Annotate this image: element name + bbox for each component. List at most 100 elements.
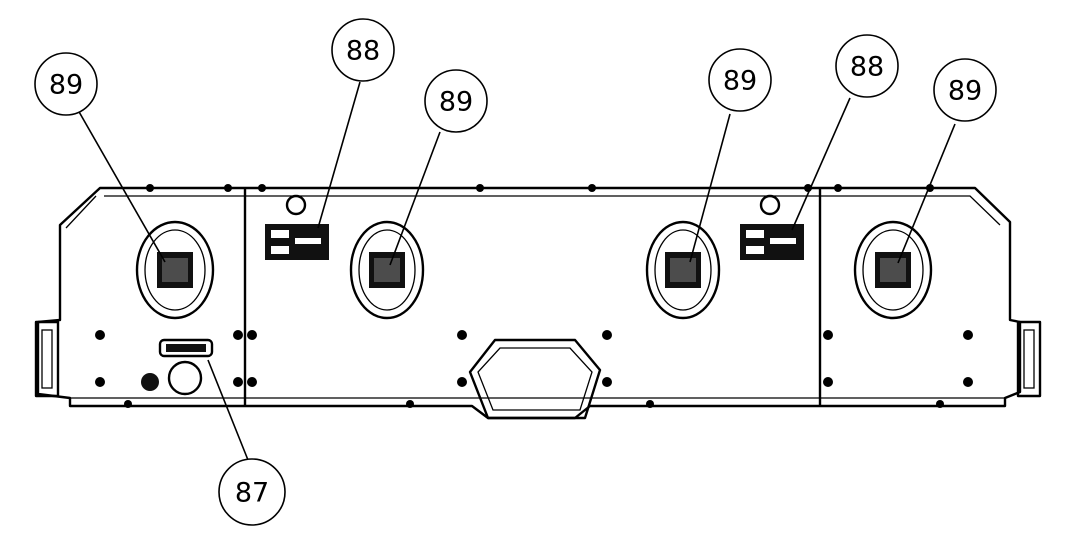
callout-bubble-c7: 87 [218,458,286,526]
fasteners [95,184,973,408]
screw [95,377,105,387]
screw [457,377,467,387]
screw [602,377,612,387]
screw [646,400,654,408]
slot-port [158,338,214,358]
callout-bubble-c3: 89 [424,69,488,133]
round-connector-outer [167,360,203,396]
screw [233,330,243,340]
leader-lines [77,81,956,461]
connector-square [369,252,405,288]
screw [457,330,467,340]
callout-label: 88 [850,52,884,83]
window-oval-inner [144,229,206,311]
callout-bubble-c6: 89 [933,58,997,122]
screw [406,400,414,408]
screw [963,377,973,387]
right-handle [1016,320,1042,398]
housing-left-chamfer [65,195,97,229]
leader-c5 [791,97,851,231]
callout-bubble-c4: 89 [708,48,772,112]
slot-outline [158,338,214,358]
center-bracket-outline [468,338,602,420]
plate-mark [295,238,321,244]
connector-window-1 [135,220,215,320]
callout-label: 88 [346,36,380,67]
leader-c1 [77,109,166,263]
leader-c2 [317,81,361,229]
screw [247,377,257,387]
plate-mark [770,238,796,244]
screw [823,330,833,340]
window-oval [645,220,721,320]
callout-label: 87 [235,478,269,509]
connector-square [875,252,911,288]
connector-detail [670,258,696,282]
callout-circle [708,48,772,112]
label-plate-1 [265,194,329,260]
plate-mark [746,230,764,238]
screw [247,330,257,340]
callout-circle [34,52,98,116]
screw [95,330,105,340]
left-handle [34,320,60,398]
screw [602,330,612,340]
leader-c4 [689,113,731,263]
window-oval-inner [862,229,924,311]
callout-label: 89 [723,66,757,97]
screw [963,330,973,340]
window-oval [853,220,933,320]
callout-circle [835,34,899,98]
right-handle-frame [1016,320,1042,398]
leader-c7 [207,359,249,461]
center-bracket-inner [477,347,593,411]
right-handle-grip [1023,329,1035,389]
screw [476,184,484,192]
slot-inner [166,344,206,352]
plate-mark [271,246,289,254]
callout-bubble-c1: 89 [34,52,98,116]
screw [834,184,842,192]
left-handle-frame [34,320,60,398]
housing-top-edge [104,195,1001,226]
window-oval-inner [654,229,712,311]
screw [936,400,944,408]
connector-detail [162,258,188,282]
callout-bubble-c2: 88 [331,18,395,82]
callout-circle [933,58,997,122]
callout-label: 89 [439,87,473,118]
leader-c3 [389,131,441,266]
round-connector [141,360,203,396]
label-plate-2 [740,194,804,260]
connector-detail [374,258,400,282]
callout-label: 89 [948,76,982,107]
leader-c6 [897,123,956,264]
center-bracket [468,338,602,420]
callout-circle [331,18,395,82]
mount-ring [759,194,781,216]
plate-mark [271,230,289,238]
connector-window-2 [349,220,425,320]
screw [588,184,596,192]
window-oval [349,220,425,320]
screw [146,184,154,192]
mount-ring [285,194,307,216]
callout-circle [218,458,286,526]
connector-window-4 [853,220,933,320]
screw [224,184,232,192]
window-oval-inner [358,229,416,311]
round-button [141,373,159,391]
connector-window-3 [645,220,721,320]
callout-bubble-c5: 88 [835,34,899,98]
screw [233,377,243,387]
connector-detail [880,258,906,282]
screw [124,400,132,408]
connector-square [665,252,701,288]
callout-circle [424,69,488,133]
screw [823,377,833,387]
plate-mark [746,246,764,254]
screw [258,184,266,192]
window-oval [135,220,215,320]
